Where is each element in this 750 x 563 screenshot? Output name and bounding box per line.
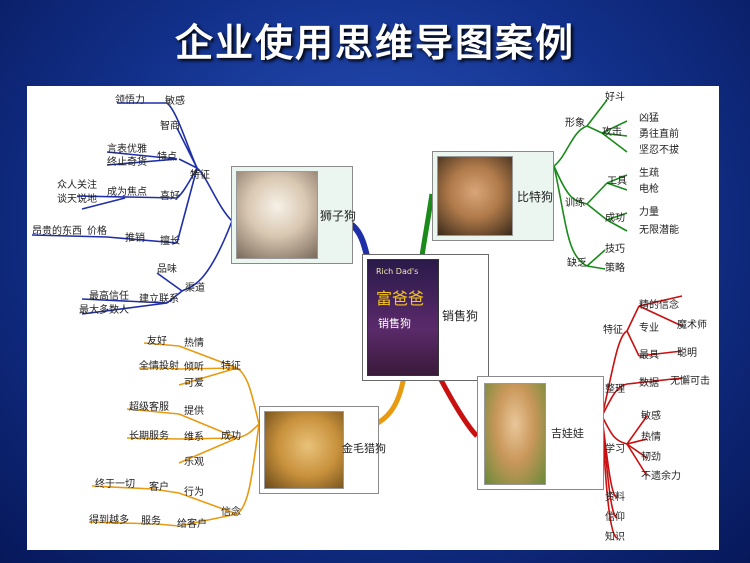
chihuahua-t1a: 专业 [639,323,659,334]
golden-photo [264,411,344,489]
golden-t3b: 给客户 [177,519,207,530]
bulldog-t2a1: 生疏 [639,168,659,179]
golden-t3a: 行为 [184,487,204,498]
lion-t2b2: 最大多数人 [79,305,129,316]
mind-map-canvas: 狮子狗 特征 敏感 领悟力 智商 特点 言表优雅 终止奇货 喜好 成为焦点 众人… [27,86,719,550]
branch-bulldog [419,193,435,257]
chihuahua-t3d: 不遗余力 [641,471,681,482]
bulldog-label: 比特狗 [517,190,554,204]
bulldog-t2a: 工具 [607,176,627,187]
golden-t1b: 倾听 [184,362,204,373]
golden-t1b1: 全情投射 [139,361,179,372]
chihuahua-label: 吉娃娃 [551,427,584,440]
bulldog-t3b: 策略 [605,263,625,274]
chihuahua-t6: 知识 [605,532,625,543]
golden-t3a2: 终于一切 [95,479,135,490]
golden-t1c: 可爱 [184,378,204,389]
lion-t1c: 特点 [157,152,177,163]
mind-map-branches [31,99,683,539]
lion-t1e1b: 昂贵的东西 [32,226,82,237]
golden-node: 金毛猎狗 [259,406,386,494]
bulldog-t3: 缺乏 [567,258,587,269]
lion-t1a1: 领悟力 [115,95,145,106]
lion-t1b: 智商 [160,121,180,132]
chihuahua-t1b: 最具 [639,350,659,361]
bulldog-photo [437,156,513,236]
chihuahua-t1b1: 聪明 [677,348,697,359]
golden-t1a: 热情 [184,338,204,349]
center-book-cover: Rich Dad's 富爸爸 销售狗 [367,259,439,376]
golden-t3: 信念 [221,507,241,518]
lion-dog-photo [236,171,318,259]
chihuahua-node: 吉娃娃 [477,376,604,490]
chihuahua-t2a1: 无懈可击 [670,376,710,387]
golden-t2b: 维系 [184,432,204,443]
chihuahua-t1: 特征 [603,325,623,336]
bulldog-t1b2: 勇往直前 [639,129,679,140]
bulldog-t2b: 成功 [605,213,625,224]
book-big-title: 富爸爸 [376,289,425,308]
book-small-title: Rich Dad's [376,267,419,276]
lion-dog-label: 狮子狗 [320,209,357,223]
book-subtitle: 销售狗 [378,317,411,330]
lion-t1c1: 言表优雅 [107,144,147,155]
branch-chihuahua [436,374,479,438]
bulldog-t2a2: 电枪 [639,184,659,195]
chihuahua-t1a2: 魔术师 [677,320,707,331]
lion-t1d: 喜好 [160,191,180,202]
slide-title: 企业使用思维导图案例 [174,20,575,65]
lion-t2: 渠道 [185,283,205,294]
center-label: 销售狗 [442,309,479,323]
golden-t2c: 乐观 [184,457,204,468]
bulldog-node: 比特狗 [432,151,554,241]
lion-t2b1: 最高信任 [89,291,129,302]
lion-t1d1a: 众人关注 [57,180,97,191]
chihuahua-t4: 资料 [605,492,625,503]
chihuahua-t1a1: 精的信念 [639,300,679,311]
lion-t2b: 建立联系 [139,294,179,305]
golden-t2a1: 超级客服 [129,402,169,413]
lion-t1d1: 成为焦点 [107,187,147,198]
golden-t2b1: 长期服务 [129,431,169,442]
golden-t2a: 提供 [184,406,204,417]
golden-t3b2: 得到越多 [89,515,129,526]
golden-t1a1: 友好 [147,336,167,347]
bulldog-t2b1: 力量 [639,207,659,218]
bulldog-t2b2: 无限潜能 [639,225,679,236]
chihuahua-t5: 信仰 [605,512,625,523]
lion-t1a: 敏感 [165,96,185,107]
golden-t1: 特征 [221,361,241,372]
lion-t1c2: 终止奇货 [107,157,147,168]
golden-label: 金毛猎狗 [342,442,386,455]
chihuahua-t2a: 数据 [639,378,659,389]
golden-t3b1: 服务 [141,516,161,527]
bulldog-t1b3: 坚忍不拔 [639,145,679,156]
bulldog-t1b: 攻击 [602,127,622,138]
lion-t1e1: 推销 [125,233,145,244]
lion-t1e: 擅长 [160,236,180,247]
bulldog-t2: 训练 [565,198,585,209]
chihuahua-t3: 学习 [605,444,625,455]
lion-t2a: 品味 [157,264,177,275]
golden-t2: 成功 [221,431,241,442]
bulldog-t1: 形象 [565,118,585,129]
bulldog-t3a: 技巧 [605,244,625,255]
chihuahua-t3a: 敏感 [641,411,661,422]
chihuahua-t3c: 韧劲 [641,452,661,463]
lion-dog-node: 狮子狗 [231,166,357,264]
chihuahua-photo [484,383,546,485]
bulldog-t1a: 好斗 [605,92,625,103]
chihuahua-t3b: 热情 [641,432,661,443]
lion-t1e1a: 价格 [87,226,107,237]
bulldog-t1b1: 凶猛 [639,113,659,124]
lion-t1d1b: 谈天说地 [57,194,97,205]
chihuahua-t2: 整理 [605,384,625,395]
lion-t1: 特征 [190,170,210,181]
golden-t3a1: 客户 [149,482,169,493]
